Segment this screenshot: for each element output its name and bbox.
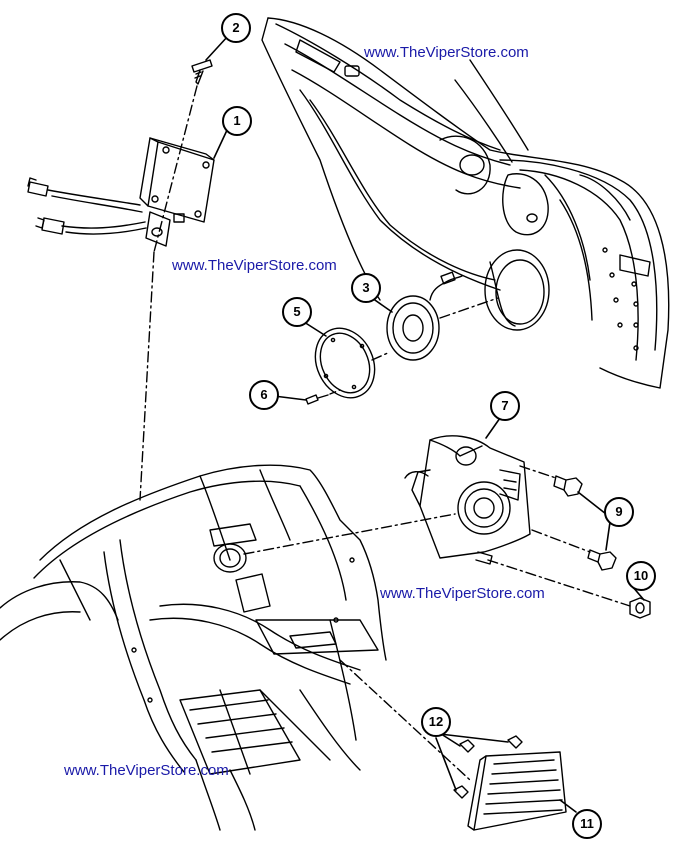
- screw-part-6: [305, 394, 329, 405]
- callout-2: 2: [221, 13, 251, 43]
- door-trim-panel: [261, 17, 670, 389]
- nut-part-12: [453, 735, 523, 799]
- door-speaker-part-3: [386, 271, 463, 361]
- callout-1: 1: [222, 106, 252, 136]
- speaker-enclosure-part-7: [404, 435, 531, 565]
- callout-12: 12: [421, 707, 451, 737]
- leader-amplifier-to-mount: [339, 659, 471, 781]
- callout-6: 6: [249, 380, 279, 410]
- bolt-part-9-lower: [587, 549, 617, 571]
- amplifier-part-11: [467, 751, 567, 831]
- leader-enclosure-to-mount: [243, 513, 456, 555]
- leader-bolt-lower: [531, 529, 591, 553]
- leader-ring-to-speaker: [371, 351, 391, 361]
- callout-3: 3: [351, 273, 381, 303]
- leader-screw-to-ring: [329, 389, 341, 395]
- watermark-text: www.TheViperStore.com: [172, 257, 337, 274]
- amplifier-module-part-1: [27, 137, 215, 247]
- screw-part-2: [191, 59, 213, 85]
- callout-10: 10: [626, 561, 656, 591]
- watermark-text: www.TheViperStore.com: [364, 44, 529, 61]
- leader-nut: [487, 559, 631, 607]
- callout-7: 7: [490, 391, 520, 421]
- speaker-ring-part-5: [314, 327, 376, 399]
- callout-11: 11: [572, 809, 602, 839]
- nut-part-10: [629, 597, 651, 619]
- leader-screw-to-module: [153, 85, 198, 253]
- watermark-text: www.TheViperStore.com: [380, 585, 545, 602]
- callout-5: 5: [282, 297, 312, 327]
- interior-rear-compartment: [0, 464, 387, 831]
- callout-9: 9: [604, 497, 634, 527]
- callout-leaders: [205, 35, 645, 813]
- bolt-part-9-upper: [553, 475, 583, 497]
- leader-speaker-to-door: [439, 297, 499, 319]
- leader-bolt-upper: [519, 465, 557, 479]
- watermark-text: www.TheViperStore.com: [64, 762, 229, 779]
- leader-module-to-mount: [139, 251, 155, 501]
